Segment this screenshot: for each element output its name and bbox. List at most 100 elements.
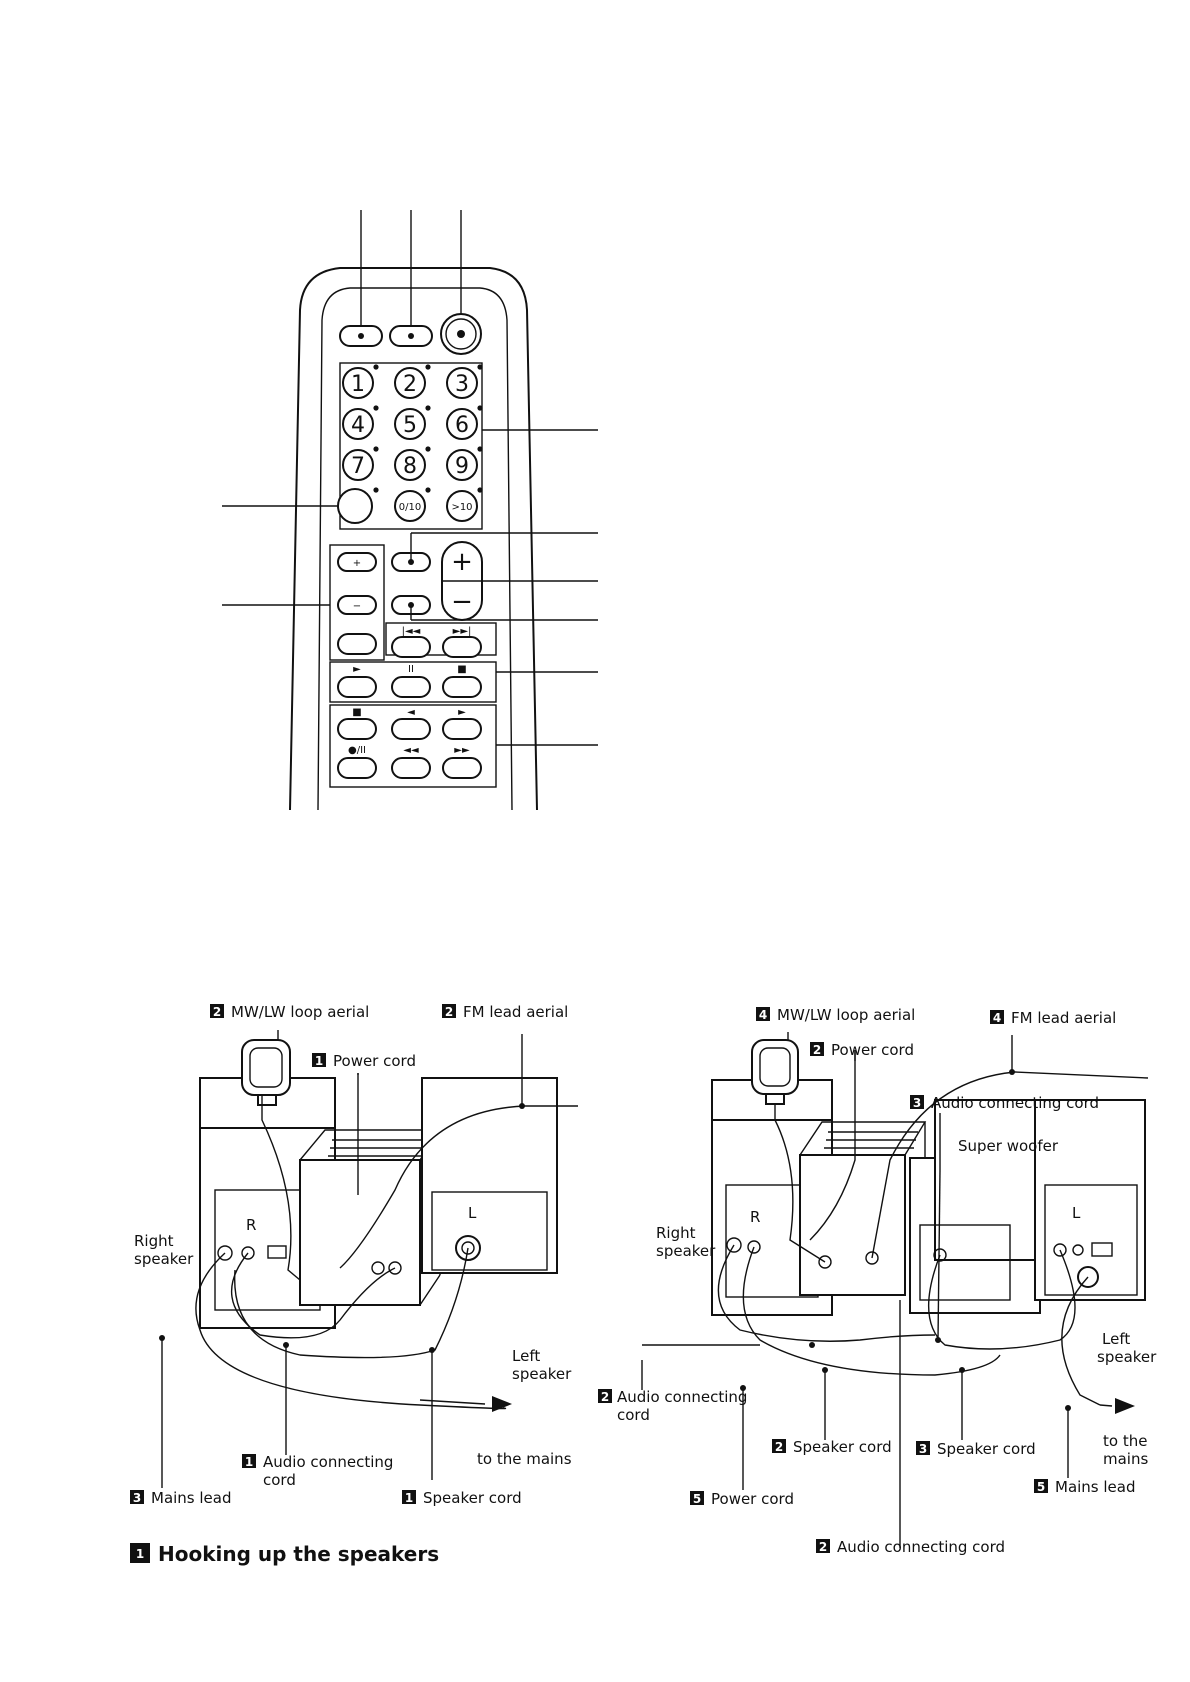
power-cord-line: [809, 1050, 856, 1241]
terminal: [933, 1248, 947, 1262]
keypad-frame: [339, 362, 483, 530]
fm-aerial-cable: [339, 1105, 578, 1269]
key-6-label: 6: [455, 413, 469, 438]
key-8[interactable]: [394, 449, 426, 481]
audio-cord-label-line1: Audio connecting: [263, 1453, 393, 1471]
left-speaker-panel: [431, 1191, 548, 1271]
hookup-diagram-left: R L: [130, 1003, 578, 1566]
to-mains-line: [419, 1399, 486, 1405]
title-badge-number: 1: [136, 1547, 144, 1561]
deck-rewind-button[interactable]: [391, 757, 431, 779]
speaker-cord-a-badge-number: 2: [775, 1440, 783, 1454]
speaker-cord-b-label: Speaker cord: [937, 1440, 1036, 1458]
mw-lw-loop-base: [765, 1093, 785, 1105]
callout-dot: [809, 1342, 815, 1348]
key-7[interactable]: [342, 449, 374, 481]
pause-button[interactable]: [391, 676, 431, 698]
callout-dot: [425, 446, 431, 452]
left-plus-button[interactable]: [337, 552, 377, 572]
audio-bottom-badge-number: 2: [819, 1540, 827, 1554]
number-badge: [772, 1439, 786, 1453]
mw-lw-loop-inner: [249, 1047, 283, 1088]
key-7-label: 7: [351, 454, 365, 479]
number-badge: [916, 1441, 930, 1455]
mwlw-badge-number: 2: [213, 1005, 221, 1019]
remote-left-round-button[interactable]: [337, 488, 373, 524]
stop-icon: ■: [457, 664, 466, 675]
left-speaker-label-line1: Left: [1102, 1330, 1130, 1348]
callout-dot: [457, 330, 465, 338]
callout-dot: [373, 446, 379, 452]
main-unit-vents: [824, 1131, 918, 1149]
terminal: [726, 1237, 742, 1253]
deck-fast-forward-button[interactable]: [442, 757, 482, 779]
left-speaker-label-line2: speaker: [512, 1365, 572, 1383]
play-button[interactable]: [337, 676, 377, 698]
deck-forward-button[interactable]: [442, 718, 482, 740]
deck-fast-forward-icon: ►►: [454, 745, 470, 756]
deck-reverse-button[interactable]: [391, 718, 431, 740]
left-speaker-panel: [1044, 1184, 1138, 1296]
callout-dot: [373, 487, 379, 493]
tuning-group-frame: [329, 544, 385, 661]
remote-outline: [289, 267, 538, 811]
speaker-cord-b: [927, 1249, 1076, 1350]
key-4[interactable]: [342, 408, 374, 440]
key-greater-10-label: >10: [451, 502, 472, 513]
key-1[interactable]: [342, 367, 374, 399]
prev-track-button[interactable]: [391, 636, 431, 658]
fm-badge-number: 2: [445, 1005, 453, 1019]
title-number-badge: [130, 1543, 150, 1563]
loop-aerial-cable: [261, 1095, 301, 1281]
key-8-label: 8: [403, 454, 417, 479]
callout-dot: [373, 405, 379, 411]
number-badge: [442, 1004, 456, 1018]
key-6[interactable]: [446, 408, 478, 440]
deck-rewind-icon: ◄◄: [403, 745, 419, 756]
number-badge: [910, 1095, 924, 1109]
fm-lead-aerial-label: FM lead aerial: [1011, 1009, 1116, 1027]
deck-stop-button[interactable]: [337, 718, 377, 740]
key-greater-10[interactable]: [446, 490, 478, 522]
mains-lead-cable: [1061, 1276, 1101, 1406]
left-bottom-button[interactable]: [337, 633, 377, 655]
deck-record-pause-button[interactable]: [337, 757, 377, 779]
number-badge: [130, 1490, 144, 1504]
terminal: [1053, 1243, 1067, 1257]
to-the-mains-line1: to the: [1103, 1432, 1147, 1450]
left-minus-button[interactable]: [337, 595, 377, 615]
deck-stop-icon: ■: [352, 707, 361, 718]
fm-aerial-cable: [871, 1071, 1149, 1259]
remote-inner-outline: [317, 287, 513, 811]
left-speaker-label-line1: Left: [512, 1347, 540, 1365]
callout-dot: [425, 405, 431, 411]
key-2[interactable]: [394, 367, 426, 399]
deck-forward-icon: ►: [458, 707, 466, 718]
mains-lead-badge-number: 3: [133, 1491, 141, 1505]
stop-button[interactable]: [442, 676, 482, 698]
key-4-label: 4: [351, 413, 365, 438]
audio-cord-label-line2: cord: [263, 1471, 296, 1489]
audio-connecting-cord-left-line1: Audio connecting: [617, 1388, 747, 1406]
loop-aerial-cable: [774, 1104, 826, 1263]
key-5[interactable]: [394, 408, 426, 440]
section-title: Hooking up the speakers: [158, 1542, 439, 1566]
fm-lead-aerial-label: FM lead aerial: [463, 1003, 568, 1021]
terminal: [1072, 1244, 1084, 1256]
next-track-button[interactable]: [442, 636, 482, 658]
number-badge: [816, 1539, 830, 1553]
mw-lw-loop-base: [257, 1094, 277, 1106]
audio-connecting-cord: [742, 1246, 1001, 1376]
key-3[interactable]: [446, 367, 478, 399]
key-0-10[interactable]: [394, 490, 426, 522]
key-9[interactable]: [446, 449, 478, 481]
mains-lead-label: Mains lead: [1055, 1478, 1136, 1496]
super-woofer-panel: [919, 1224, 1011, 1301]
callout-dot: [740, 1385, 746, 1391]
power-badge-number: 2: [813, 1043, 821, 1057]
terminal: [241, 1246, 255, 1260]
terminal: [267, 1245, 287, 1259]
play-icon: ►: [353, 664, 361, 675]
audio-connecting-cord-left-line2: cord: [617, 1406, 650, 1424]
number-badge: [990, 1010, 1004, 1024]
